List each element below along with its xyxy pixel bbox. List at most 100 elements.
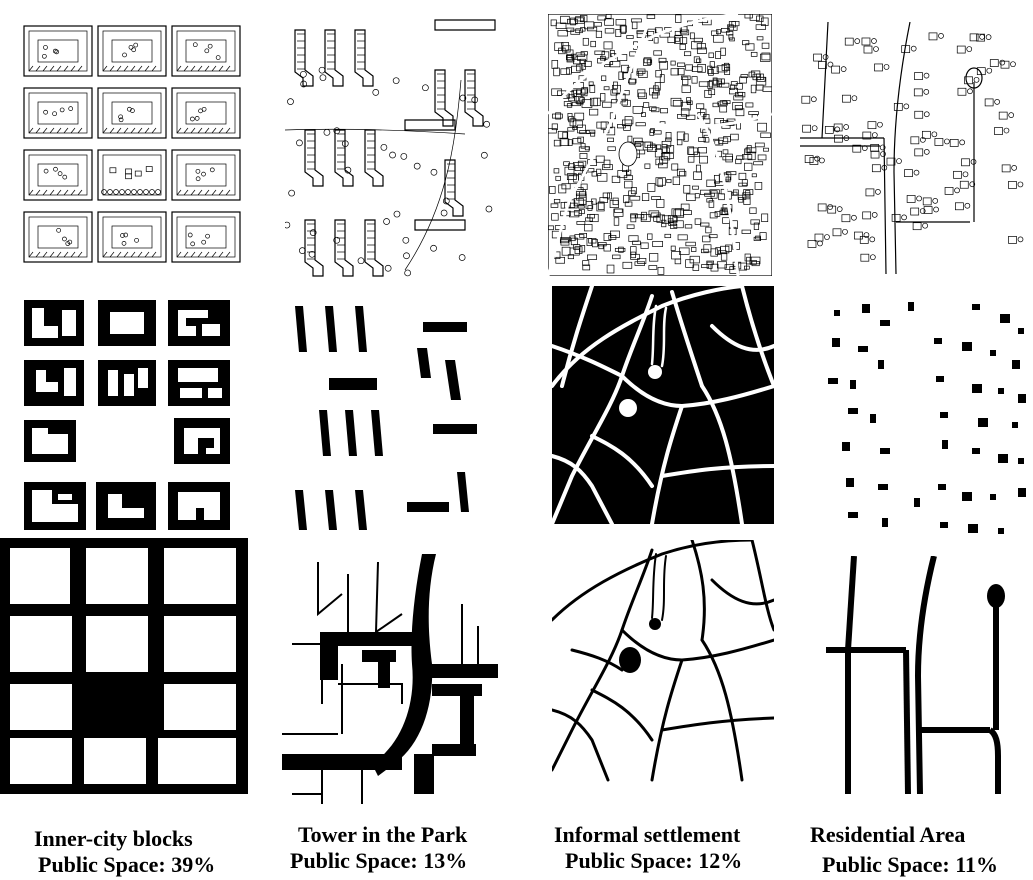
footprint-slab [423,322,467,332]
footprint-block [24,300,84,346]
footprint-house [880,448,890,454]
sketch-tower [335,220,353,276]
caption-share-3: Public Space: 12% [565,848,742,874]
public-space-tower-in-the-park [282,554,502,806]
caption-name-3: Informal settlement [554,822,740,848]
sketch-tower [335,130,353,186]
public-space-grid [0,538,248,794]
public-space-informal-settlement [552,540,774,786]
sketch-tower-in-the-park [285,10,515,278]
footprint-tower [417,348,431,378]
sketch-tower [355,30,373,86]
footprint-house [1012,360,1020,369]
footprint-block [96,482,156,530]
sketch-block [24,88,92,138]
road-segment [362,650,396,662]
footprint-slab [329,378,377,390]
footprint-house [878,360,884,369]
road-segment [460,696,474,748]
footprint-house [940,412,948,418]
sketch-block [172,26,240,76]
sketch-tower [305,130,323,186]
footprint-house [914,498,920,507]
footprint-house [828,378,838,384]
road-segment [282,754,402,770]
sketch-tower [435,70,453,126]
road-segment [432,744,476,756]
footprint-tower [325,306,337,352]
sketch-tower [365,220,383,276]
sketch-block [98,150,166,200]
public-space-inner-city-blocks [0,538,248,794]
footprint-house [882,518,888,527]
footprint-house [846,478,854,487]
sketch-tower [445,160,463,216]
sketch-block [24,212,92,262]
footprint-block [98,300,156,346]
footprint-house [850,380,856,389]
sketch-block [98,88,166,138]
footprint-house [1018,458,1024,464]
footprint-house [832,338,840,347]
footprint-house [990,350,996,356]
public-space-residential-area [826,556,1026,794]
sketch-block [24,150,92,200]
footprint-block [174,418,230,464]
footprint-slab [407,502,449,512]
sketch-block [172,150,240,200]
footprint-tower [295,490,307,530]
footprint-block [24,420,76,462]
footprint-house [972,384,982,393]
footprint-block [168,482,230,530]
caption-share-2: Public Space: 13% [290,848,467,874]
footprint-tower [295,306,307,352]
footprint-house [834,310,840,316]
sketch-block [98,26,166,76]
footprint-tower [319,410,331,456]
sketch-inner-city-blocks [20,22,250,266]
caption-name-2: Tower in the Park [298,822,467,848]
footprint-slab [433,424,477,434]
footprint-house [962,492,972,501]
footprint-house [870,414,876,423]
footprint-house [940,522,948,528]
footprint-house [878,484,888,490]
footprint-house [858,346,868,352]
footprint-house [934,338,942,344]
sketch-tower [365,130,383,186]
footprint-house [936,376,944,382]
footprint-house [848,408,858,414]
footprint-informal-settlement [552,286,774,524]
sketch-tower [325,30,343,86]
caption-share-4: Public Space: 11% [822,852,998,878]
sketch-residential-area [800,22,1030,274]
footprint-tower [355,490,367,530]
caption-name-1: Inner-city blocks [34,826,193,852]
footprint-house [990,494,996,500]
footprint-house [998,388,1004,394]
footprint-inner-city-blocks [18,298,248,534]
caption-share-1: Public Space: 39% [38,852,215,878]
footprint-house [1018,328,1024,334]
sketch-block [24,26,92,76]
footprint-house [942,440,948,449]
footprint-house [880,320,890,326]
footprint-house [968,524,978,533]
sketch-block [172,212,240,262]
road-segment [414,754,434,794]
sketch-tower [465,70,483,126]
footprint-tower-in-the-park [285,298,515,538]
footprint-block [168,300,230,346]
sketch-block [172,88,240,138]
cul-de-sac [987,584,1005,608]
road-segment [422,664,498,678]
footprint-house [842,442,850,451]
footprint-house [972,448,980,454]
footprint-house [972,304,980,310]
footprint-house [998,528,1004,534]
footprint-house [1012,422,1018,428]
footprint-tower [371,410,383,456]
footprint-house [1018,488,1026,497]
footprint-house [862,304,870,313]
footprint-block [24,482,86,530]
